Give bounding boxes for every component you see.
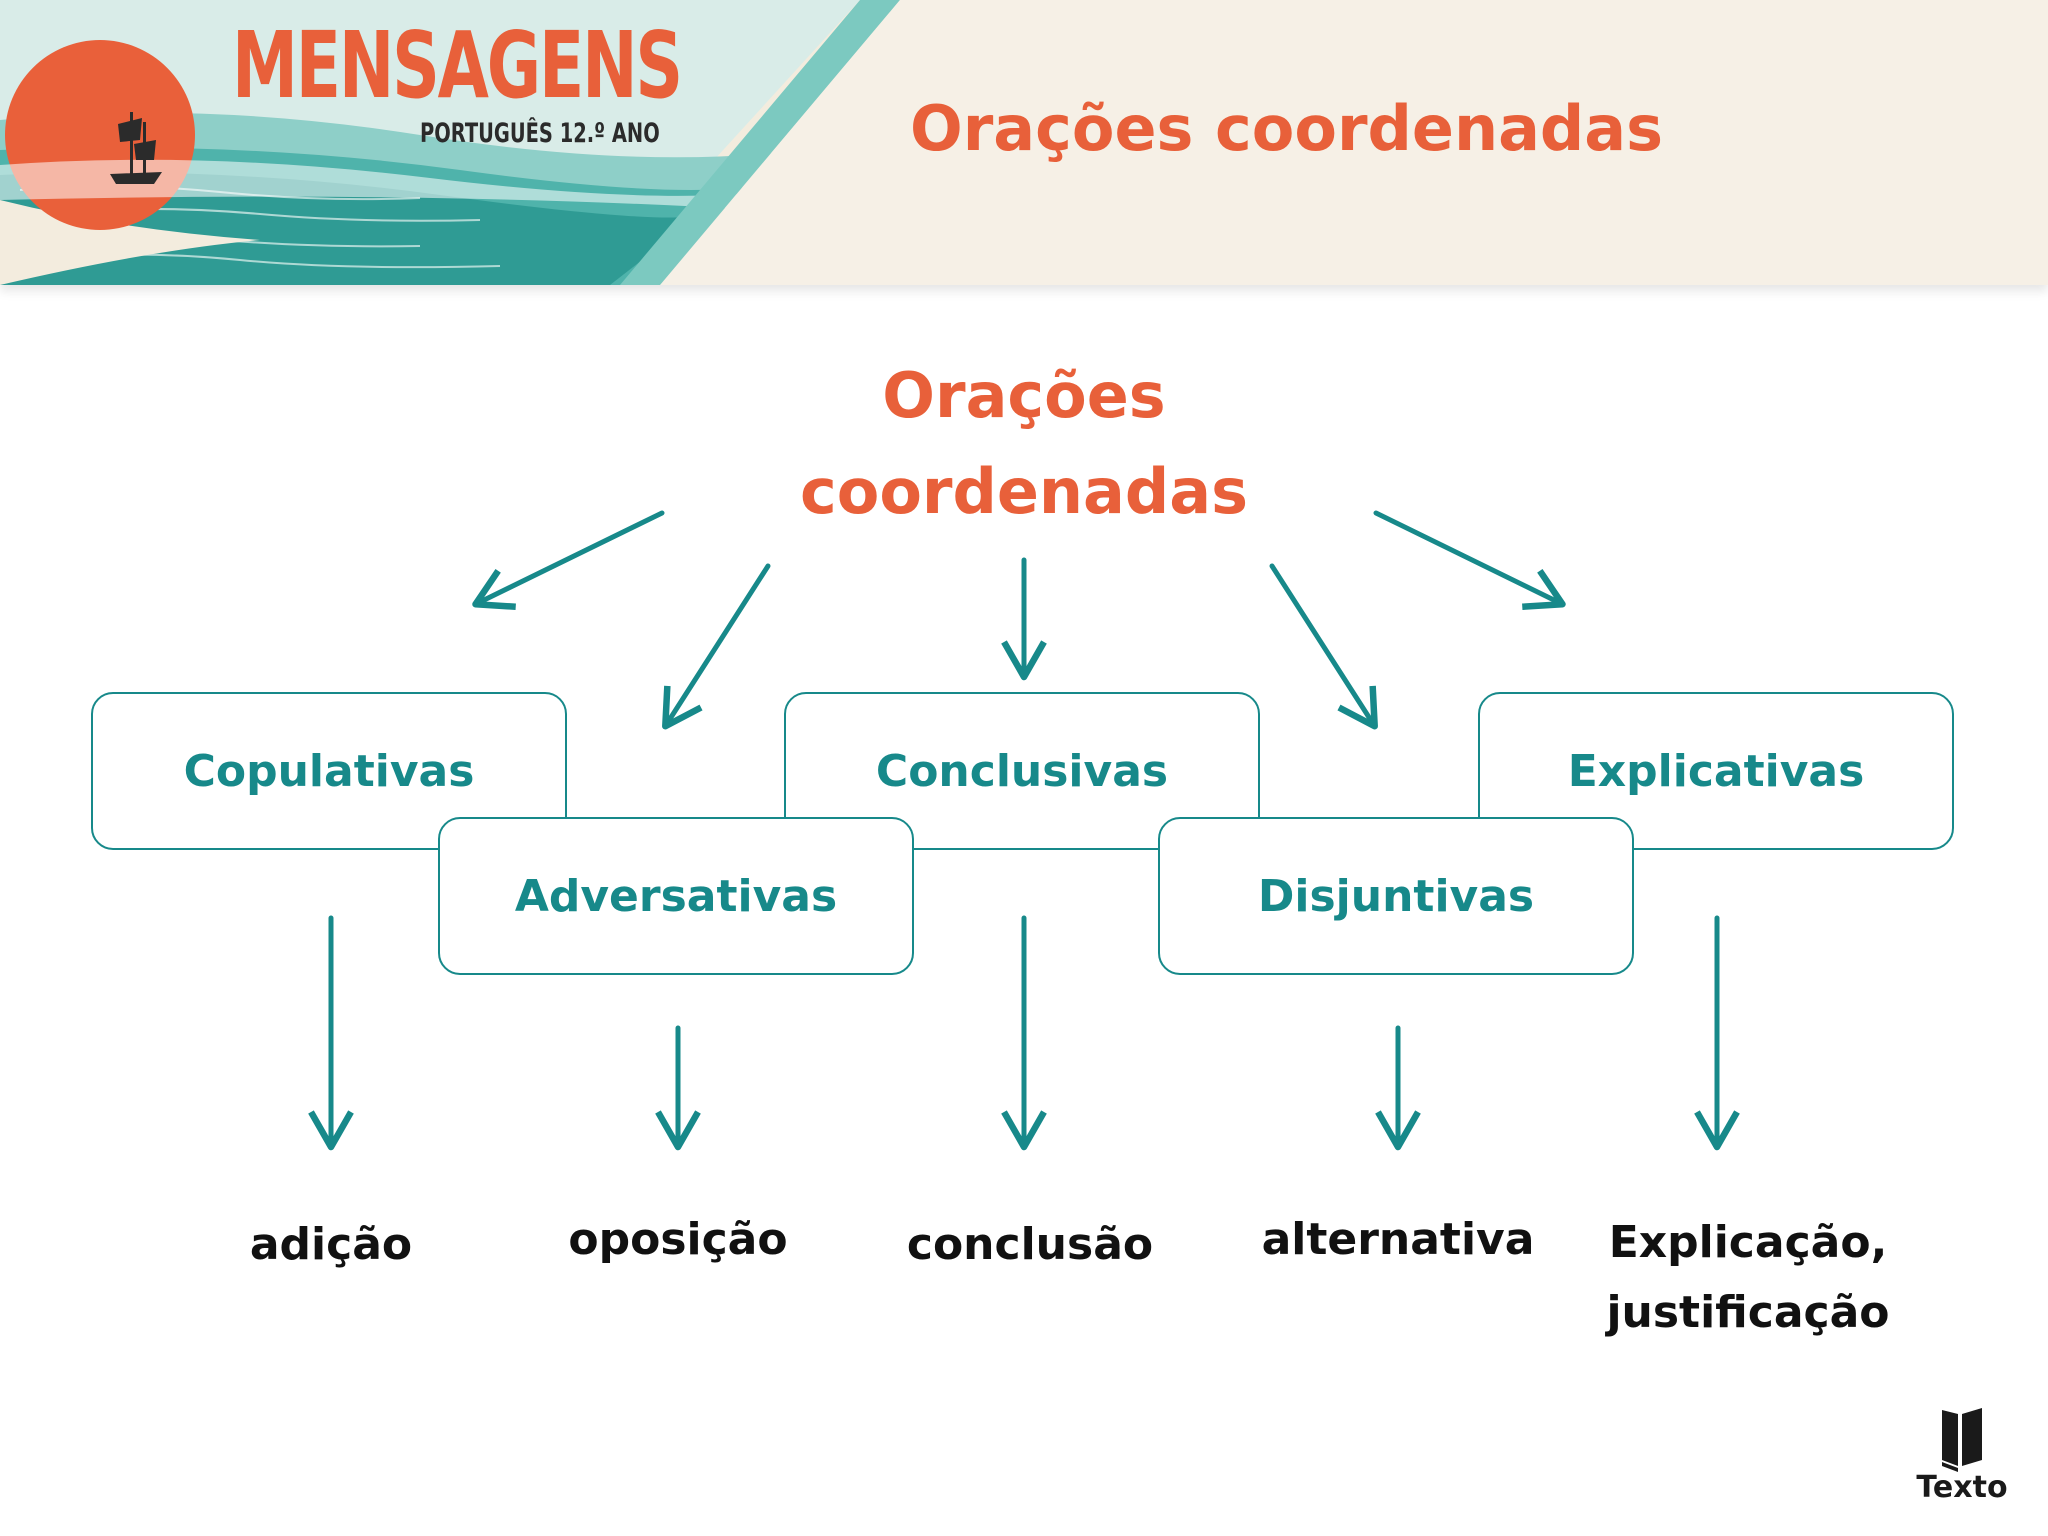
diagram-root-node: Orações coordenadas (724, 348, 1324, 540)
meaning-explicativas-line-1: Explicação, (1608, 1217, 1888, 1268)
texto-book-logo-icon (1942, 1408, 1982, 1472)
header-banner: MENSAGENS PORTUGUÊS 12.º ANO Orações coo… (0, 0, 2048, 285)
meaning-explicativas-line-2: justificação (1606, 1287, 1890, 1338)
meaning-adversativas: oposição (568, 1214, 788, 1265)
box-copulativas: Copulativas (91, 692, 567, 850)
meaning-disjuntivas: alternativa (1261, 1214, 1535, 1265)
brand-title: MENSAGENS (232, 12, 683, 119)
texto-logo-label: Texto (1916, 1470, 2008, 1505)
brand-subtitle: PORTUGUÊS 12.º ANO (420, 118, 660, 149)
ship-icon (110, 112, 162, 184)
root-line-2: coordenadas (799, 455, 1249, 528)
meaning-conclusivas: conclusão (906, 1219, 1154, 1270)
seascape-illustration (0, 0, 2048, 285)
slide-title: Orações coordenadas (910, 92, 1664, 165)
arrow-root-to-disjuntivas (1269, 563, 1378, 730)
arrow-root-to-adversativas (662, 563, 771, 730)
box-disjuntivas: Disjuntivas (1158, 817, 1634, 975)
meaning-copulativas: adição (249, 1219, 413, 1270)
box-adversativas: Adversativas (438, 817, 914, 975)
root-line-1: Orações (882, 359, 1166, 432)
meaning-explicativas: Explicação, justificação (1568, 1208, 1928, 1348)
arrow-root-to-explicativas (1373, 510, 1566, 611)
arrow-root-to-copulativas (472, 510, 665, 611)
